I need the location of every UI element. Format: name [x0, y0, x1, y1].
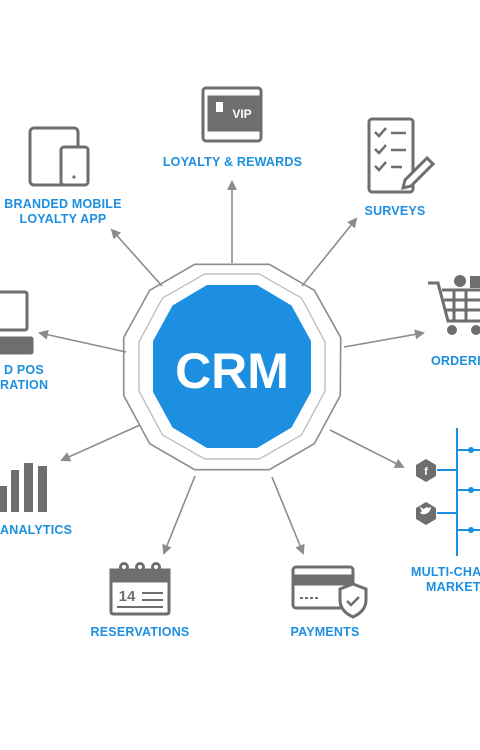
arrow-to-marketing	[329, 429, 405, 468]
pos-integration-label: D POS RATION	[0, 363, 50, 393]
calendar-date-text: 14	[119, 588, 136, 605]
svg-text:f: f	[424, 466, 428, 478]
arrow-to-surveys	[301, 217, 358, 287]
marketing-label: MULTI-CHA MARKETI	[411, 565, 480, 595]
arrow-to-reservations	[162, 475, 196, 555]
arrow-to-analytics	[60, 424, 141, 462]
reservations-label: RESERVATIONS	[90, 625, 190, 639]
pos-label-line2: RATION	[0, 378, 49, 392]
ordering-label: ORDERI	[431, 354, 480, 368]
mobile-app-label-line2: LOYALTY APP	[19, 212, 107, 226]
facebook-icon: f	[416, 459, 436, 482]
arrow-to-payments	[271, 476, 305, 555]
mobile-app-label-line1: BRANDED MOBILE	[4, 197, 122, 211]
pos-terminal-icon	[0, 290, 34, 355]
analytics-label: ANALYTICS	[0, 523, 73, 537]
arrow-to-mobile	[110, 228, 163, 287]
credit-card-shield-icon	[291, 565, 368, 619]
calendar-icon: 14	[109, 562, 171, 616]
surveys-label: SURVEYS	[364, 204, 426, 218]
payments-label: PAYMENTS	[290, 625, 360, 639]
twitter-icon	[416, 502, 436, 525]
vip-card-icon: VIP	[201, 86, 263, 143]
marketing-label-line2: MARKETI	[426, 580, 480, 594]
arrow-to-ordering	[343, 329, 425, 348]
social-channels-icon: f	[416, 428, 480, 556]
marketing-label-line1: MULTI-CHA	[411, 565, 480, 579]
loyalty-rewards-label: LOYALTY & REWARDS	[162, 155, 303, 169]
crm-hub: CRM	[122, 263, 342, 471]
survey-checklist-icon	[367, 117, 436, 194]
arrow-to-pos	[38, 329, 127, 353]
pos-label-line1: D POS	[4, 363, 44, 377]
vip-badge-text: VIP	[232, 107, 251, 121]
crm-center-label: CRM	[175, 343, 289, 399]
mobile-devices-icon	[28, 126, 90, 187]
mobile-app-label: BRANDED MOBILE LOYALTY APP	[2, 197, 124, 227]
bar-chart-icon	[0, 463, 47, 512]
shopping-cart-icon	[428, 275, 480, 335]
